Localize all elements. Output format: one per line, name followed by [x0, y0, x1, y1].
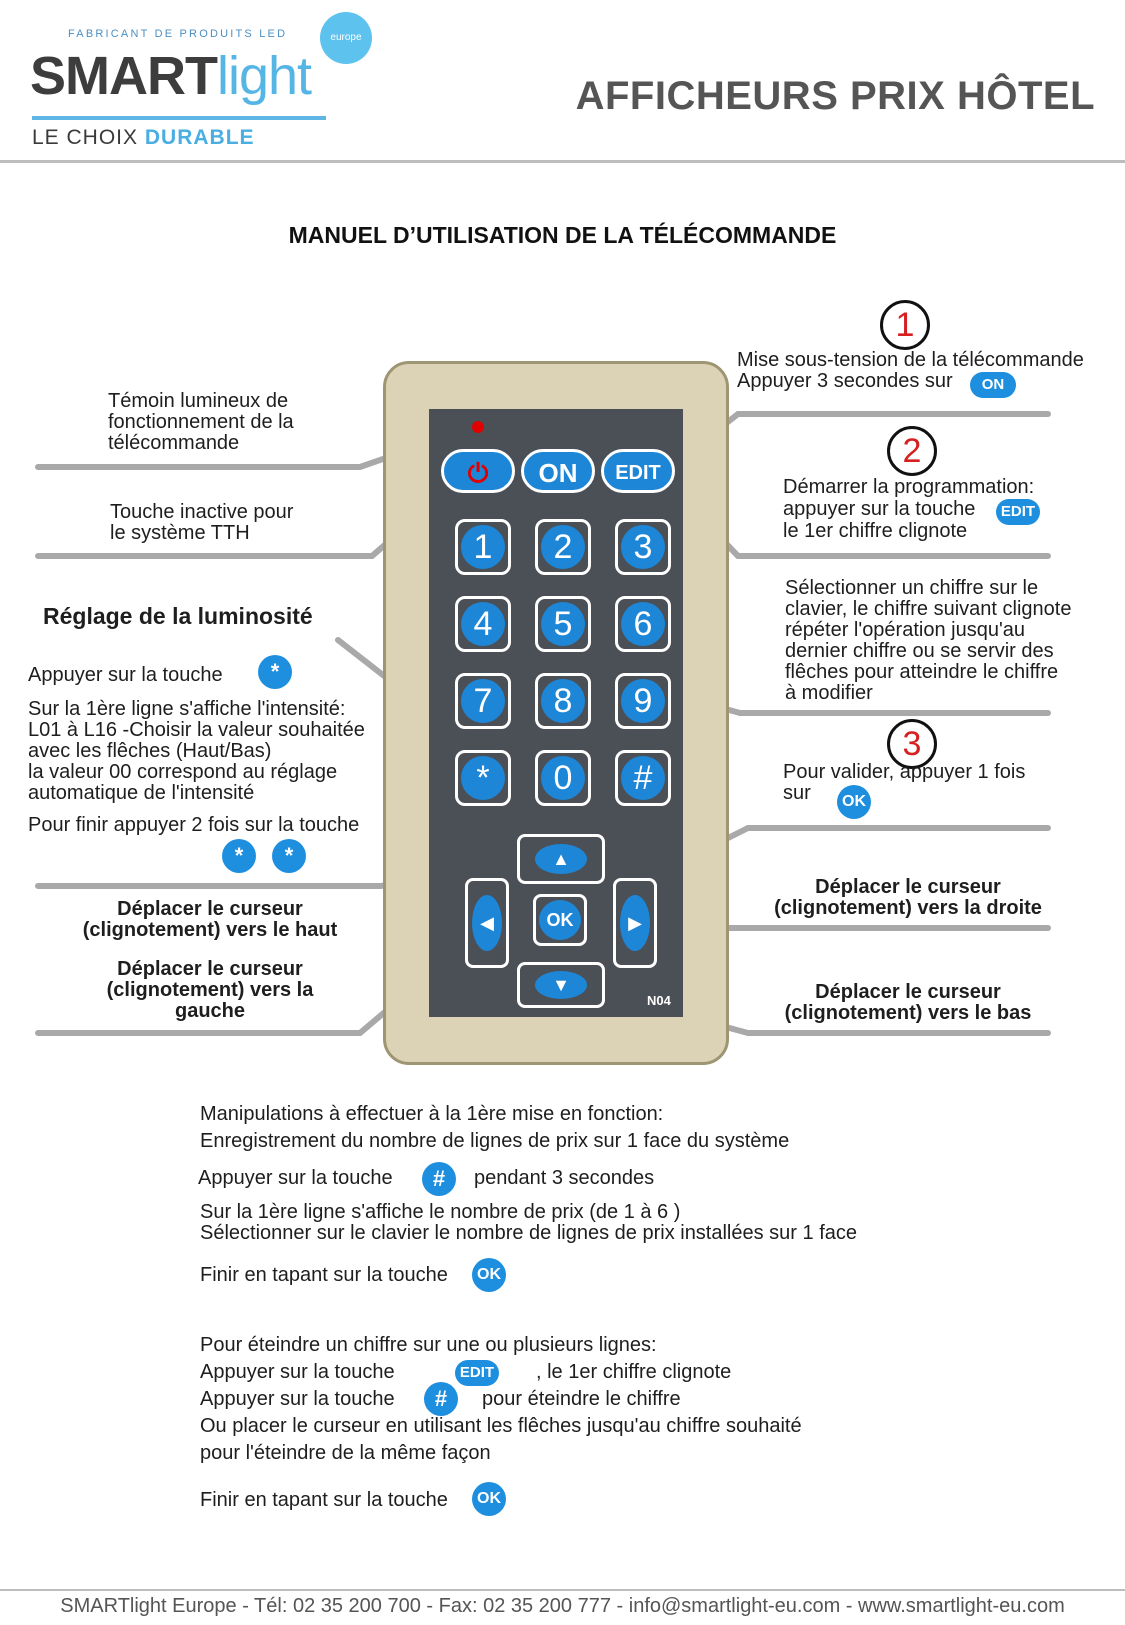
star-icon: * [272, 839, 306, 873]
key-8-label: 8 [541, 679, 585, 723]
key-5-label: 5 [541, 602, 585, 646]
power-button[interactable]: ⏻ [441, 449, 515, 493]
step-3-number: 3 [887, 719, 937, 769]
arrow-left-button[interactable]: ◀ [465, 878, 509, 968]
star-icon: * [258, 655, 292, 689]
remote-model-code: N04 [647, 993, 671, 1008]
inactive-key-note: Touche inactive pour le système TTH [110, 501, 294, 544]
cursor-down-note: Déplacer le curseur (clignotement) vers … [784, 981, 1032, 1024]
key-7-label: 7 [461, 679, 505, 723]
digit-off-line-5: pour l'éteindre de la même façon [200, 1442, 491, 1464]
setup-line-4: Sur la 1ère ligne s'affiche le nombre de… [200, 1201, 681, 1223]
step-1-number: 1 [880, 300, 930, 350]
ok-button-label: OK [539, 900, 581, 940]
brightness-heading: Réglage de la luminosité [43, 603, 313, 629]
key-2-label: 2 [541, 525, 585, 569]
digit-off-line-3a: Appuyer sur la touche [200, 1388, 395, 1410]
arrow-right-icon: ▶ [620, 895, 650, 951]
arrow-up-button[interactable]: ▲ [517, 834, 605, 884]
key-9[interactable]: 9 [615, 673, 671, 729]
digit-off-line-2b: , le 1er chiffre clignote [536, 1361, 732, 1383]
ok-icon: OK [472, 1258, 506, 1292]
cursor-up-note: Déplacer le curseur (clignotement) vers … [82, 898, 338, 941]
key-0-label: 0 [541, 756, 585, 800]
ok-button[interactable]: OK [533, 894, 587, 946]
setup-line-5: Sélectionner sur le clavier le nombre de… [200, 1222, 858, 1244]
step-2-number: 2 [887, 426, 937, 476]
slogan-part2: DURABLE [144, 126, 255, 149]
key-hash-label: # [621, 756, 665, 800]
brand-name-part1: SMART [30, 46, 218, 106]
key-5[interactable]: 5 [535, 596, 591, 652]
on-icon: ON [970, 372, 1016, 398]
digit-off-line-4: Ou placer le curseur en utilisant les fl… [200, 1415, 802, 1437]
ok-icon: OK [472, 1482, 506, 1516]
key-star-label: * [461, 756, 505, 800]
key-star[interactable]: * [455, 750, 511, 806]
edit-button[interactable]: EDIT [601, 449, 675, 493]
step-2-line1: Démarrer la programmation: [783, 476, 1035, 498]
star-icon: * [222, 839, 256, 873]
step-1-text: Mise sous-tension de la télécommande App… [737, 349, 1084, 392]
on-button[interactable]: ON [521, 449, 595, 493]
step-2-line3: le 1er chiffre clignote [783, 520, 968, 542]
setup-finish: Finir en tapant sur la touche [200, 1264, 448, 1286]
page-title: AFFICHEURS PRIX HÔTEL [575, 74, 1095, 118]
digit-off-line-2a: Appuyer sur la touche [200, 1361, 395, 1383]
key-hash[interactable]: # [615, 750, 671, 806]
edit-icon: EDIT [996, 499, 1040, 525]
key-0[interactable]: 0 [535, 750, 591, 806]
setup-line-3a: Appuyer sur la touche [198, 1167, 393, 1189]
key-2[interactable]: 2 [535, 519, 591, 575]
key-4[interactable]: 4 [455, 596, 511, 652]
key-3-label: 3 [621, 525, 665, 569]
key-8[interactable]: 8 [535, 673, 591, 729]
footer-divider [0, 1589, 1125, 1591]
brightness-end: Pour finir appuyer 2 fois sur la touche [28, 814, 360, 836]
key-1-label: 1 [461, 525, 505, 569]
slogan-part1: LE CHOIX [32, 126, 145, 149]
brand-slogan: LE CHOIX DURABLE [32, 126, 255, 150]
header-divider [0, 160, 1125, 163]
arrow-up-icon: ▲ [535, 844, 587, 874]
cursor-right-note: Déplacer le curseur (clignotement) vers … [774, 876, 1042, 919]
edit-icon: EDIT [455, 1360, 499, 1386]
arrow-left-icon: ◀ [472, 895, 502, 951]
setup-line-2: Enregistrement du nombre de lignes de pr… [200, 1130, 790, 1152]
key-9-label: 9 [621, 679, 665, 723]
hash-icon: # [422, 1162, 456, 1196]
setup-line-1: Manipulations à effectuer à la 1ère mise… [200, 1103, 664, 1125]
digit-off-finish: Finir en tapant sur la touche [200, 1489, 448, 1511]
brand-underline [32, 116, 326, 120]
key-6-label: 6 [621, 602, 665, 646]
key-6[interactable]: 6 [615, 596, 671, 652]
brand-tagline: FABRICANT DE PRODUITS LED [68, 28, 288, 40]
arrow-right-button[interactable]: ▶ [613, 878, 657, 968]
brightness-step1: Appuyer sur la touche [28, 664, 223, 686]
manual-title: MANUEL D’UTILISATION DE LA TÉLÉCOMMANDE [288, 222, 837, 248]
key-1[interactable]: 1 [455, 519, 511, 575]
cursor-left-note: Déplacer le curseur (clignotement) vers … [106, 958, 314, 1022]
arrow-down-icon: ▼ [535, 971, 587, 999]
arrow-down-button[interactable]: ▼ [517, 962, 605, 1008]
select-digit-text: Sélectionner un chiffre sur le clavier, … [785, 577, 1072, 704]
hash-icon: # [424, 1382, 458, 1416]
digit-off-line-1: Pour éteindre un chiffre sur une ou plus… [200, 1334, 657, 1356]
key-3[interactable]: 3 [615, 519, 671, 575]
digit-off-line-3b: pour éteindre le chiffre [482, 1388, 681, 1410]
brand-name-part2: light [216, 46, 312, 106]
step-2-line2: appuyer sur la touche [783, 498, 976, 520]
step-3-text: Pour valider, appuyer 1 fois sur [783, 761, 1026, 804]
brand-logo: SMARTlight [30, 46, 312, 106]
key-7[interactable]: 7 [455, 673, 511, 729]
remote-status-led [472, 421, 484, 433]
led-indicator-note: Témoin lumineux de fonctionnement de la … [108, 390, 294, 454]
brightness-body: Sur la 1ère ligne s'affiche l'intensité:… [28, 698, 365, 804]
setup-line-3b: pendant 3 secondes [474, 1167, 655, 1189]
key-4-label: 4 [461, 602, 505, 646]
footer-contact: SMARTlight Europe - Tél: 02 35 200 700 -… [60, 1595, 1065, 1617]
ok-icon: OK [837, 785, 871, 819]
brand-badge: europe [320, 12, 372, 64]
